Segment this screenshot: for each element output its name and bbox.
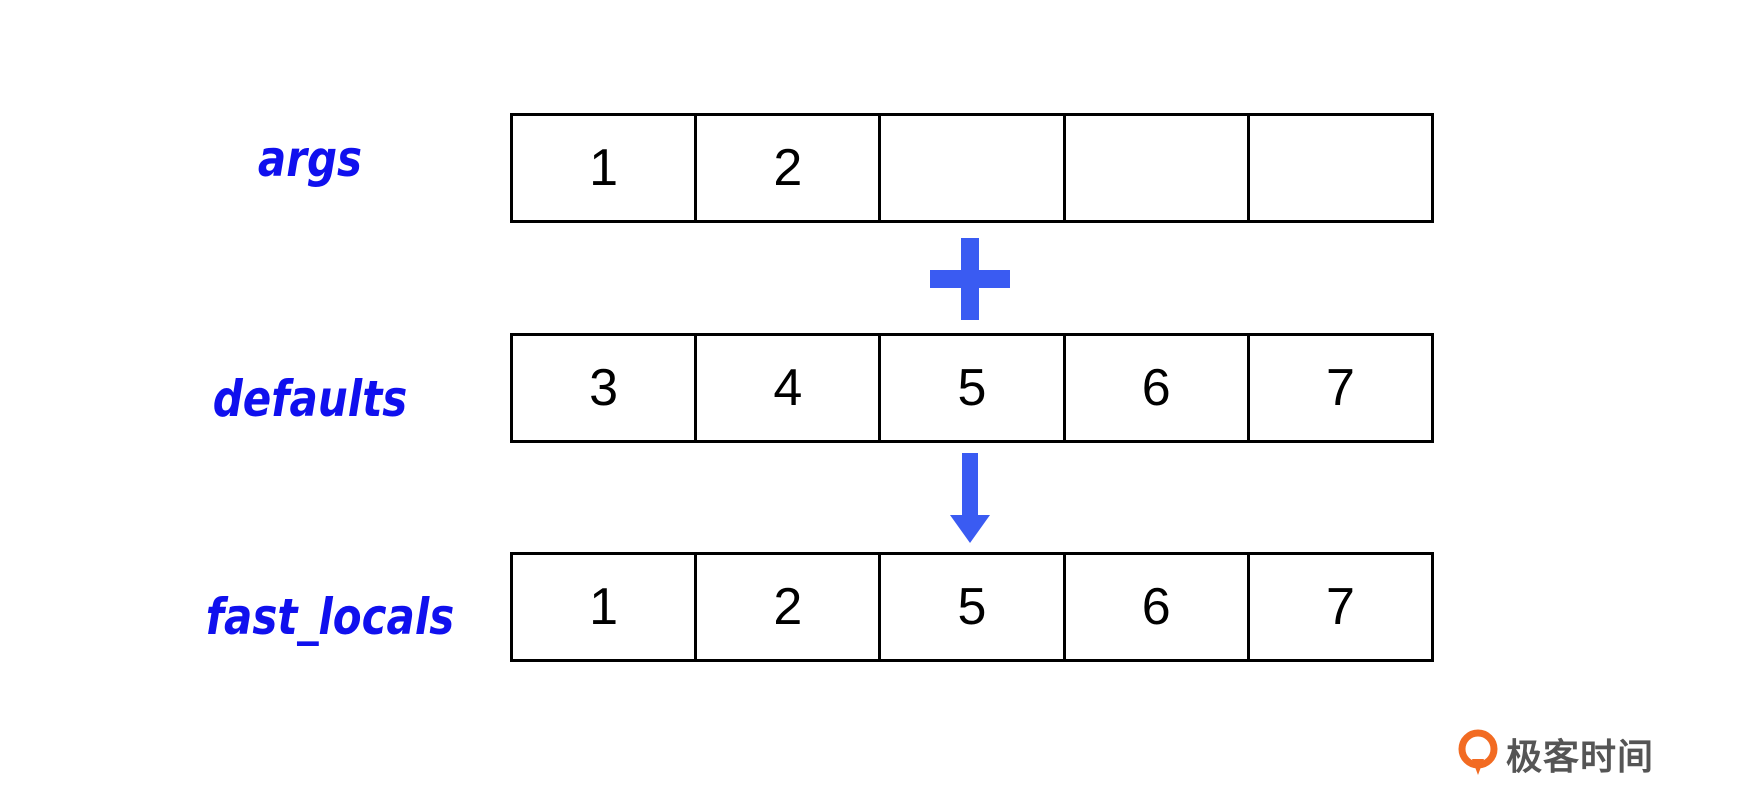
array-fast-locals-cell: 1 bbox=[589, 578, 619, 636]
label-defaults: defaults bbox=[212, 370, 408, 428]
label-fast-locals: fast_locals bbox=[205, 588, 455, 646]
array-defaults-cell: 6 bbox=[1062, 336, 1247, 440]
array-defaults-cell: 5 bbox=[878, 336, 1062, 440]
array-fast-locals: 1 2 5 6 7 bbox=[510, 552, 1434, 662]
array-args-cell bbox=[878, 116, 1062, 220]
array-fast-locals-cell: 2 bbox=[694, 555, 878, 659]
geektime-logo: 极客时间 bbox=[1458, 728, 1654, 780]
array-defaults: 3 4 5 6 7 bbox=[510, 333, 1434, 443]
array-defaults-cell: 4 bbox=[694, 336, 878, 440]
geektime-logo-icon bbox=[1458, 729, 1498, 775]
array-args-cell: 1 bbox=[589, 139, 619, 197]
label-args: args bbox=[257, 130, 363, 188]
logo-text: 极客时间 bbox=[1506, 737, 1655, 778]
array-defaults-cell: 7 bbox=[1246, 336, 1431, 440]
array-args-cell: 2 bbox=[694, 116, 878, 220]
array-fast-locals-cell: 7 bbox=[1246, 555, 1431, 659]
plus-icon bbox=[930, 238, 1010, 320]
array-args-cell bbox=[1246, 116, 1431, 220]
array-args-cell bbox=[1062, 116, 1247, 220]
array-fast-locals-cell: 6 bbox=[1062, 555, 1247, 659]
array-defaults-cell: 3 bbox=[589, 359, 619, 417]
array-args: 1 2 bbox=[510, 113, 1434, 223]
array-fast-locals-cell: 5 bbox=[878, 555, 1062, 659]
arrow-down-icon bbox=[950, 453, 990, 543]
